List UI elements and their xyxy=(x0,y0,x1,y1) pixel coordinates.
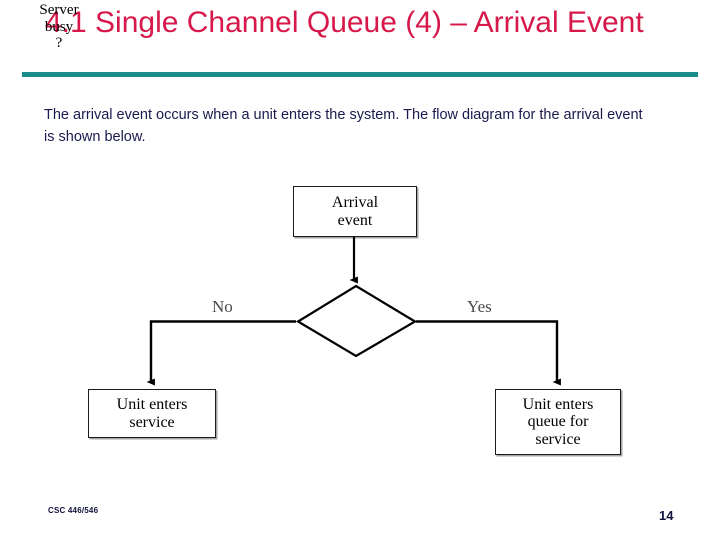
connector-no-branch xyxy=(146,320,296,386)
title-block: 4.1 Single Channel Queue (4) – Arrival E… xyxy=(45,6,645,40)
page-number: 14 xyxy=(659,508,674,523)
connector-yes-branch xyxy=(416,320,561,386)
branch-label-yes: Yes xyxy=(467,297,492,316)
body-paragraph: The arrival event occurs when a unit ent… xyxy=(44,107,643,145)
footer-course-label: CSC 446/546 xyxy=(48,506,99,515)
branch-label-no: No xyxy=(212,297,233,316)
flow-node-server-busy-label: Server busy ? xyxy=(39,2,79,51)
title-divider-rule xyxy=(22,72,698,77)
flow-node-arrival-event[interactable]: Arrival event xyxy=(293,186,417,237)
page-title: 4.1 Single Channel Queue (4) – Arrival E… xyxy=(45,6,644,39)
flow-node-unit-enters-service-label: Unit enters service xyxy=(116,396,188,431)
flow-node-unit-enters-queue[interactable]: Unit enters queue for service xyxy=(495,389,621,455)
flow-node-unit-enters-queue-label: Unit enters queue for service xyxy=(522,396,594,448)
flow-node-arrival-event-label: Arrival event xyxy=(331,194,379,229)
flow-node-server-busy[interactable]: Server busy ? xyxy=(0,0,118,70)
flow-node-unit-enters-service[interactable]: Unit enters service xyxy=(88,389,216,438)
decision-diamond-outline xyxy=(295,284,418,358)
